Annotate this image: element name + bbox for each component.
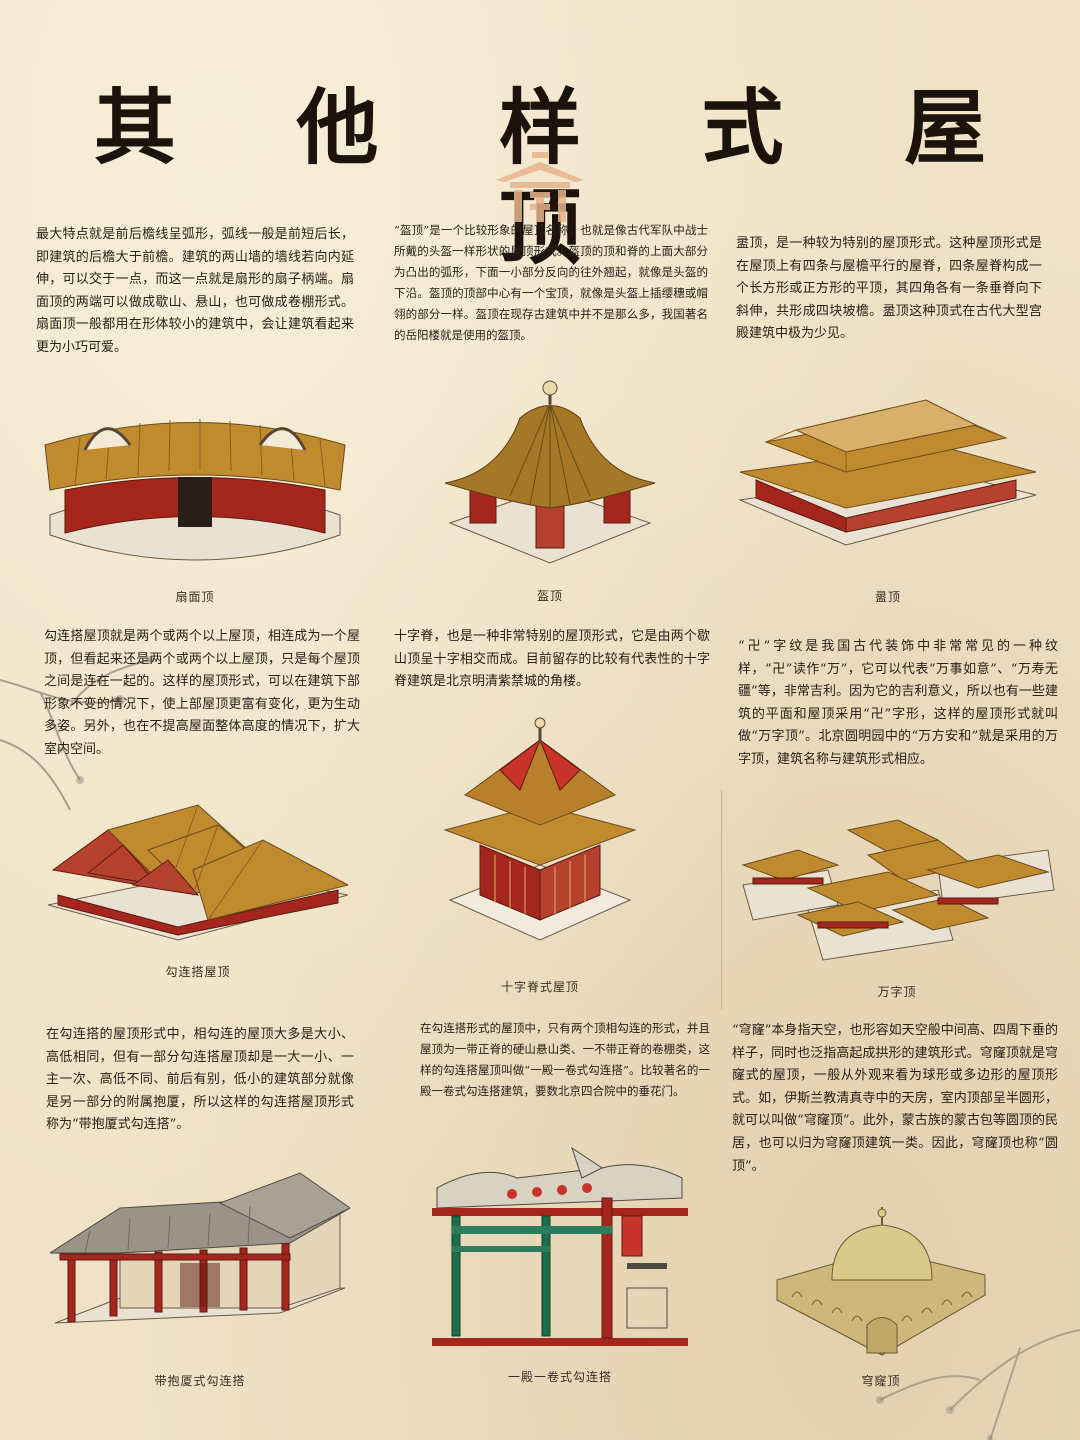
helmet-roof-pavilion-illustration bbox=[444, 380, 656, 564]
plum-branch-left-decoration bbox=[0, 656, 154, 811]
cross-ridge-caption: 十字脊式屋顶 bbox=[500, 980, 579, 994]
flat-top-roof-description: 盝顶，是一种较为特别的屋顶形式。这种屋顶形式是在屋顶上有四条与屋檐平行的屋脊，四… bbox=[736, 236, 1042, 342]
dome-building-illustration bbox=[775, 1207, 987, 1356]
swastika-plan-complex-illustration bbox=[741, 819, 1055, 961]
connected-roofs-hall-illustration bbox=[48, 804, 348, 941]
hanging-flower-gate-caption: 一殿一卷式勾连搭 bbox=[507, 1370, 612, 1384]
attached-porch-description: 在勾连搭的屋顶形式中，相勾连的屋顶大多是大小、高低相同，但有一部分勾连搭屋顶却是… bbox=[46, 1027, 354, 1133]
connected-roofs-caption: 勾连搭屋顶 bbox=[165, 965, 231, 979]
fan-roof-description: 最大特点就是前后檐线呈弧形，弧线一般是前短后长，即建筑的后檐大于前檐。建筑的两山… bbox=[36, 227, 354, 355]
dome-roof-caption: 穹窿顶 bbox=[861, 1374, 901, 1388]
swastika-roof-caption: 万字顶 bbox=[877, 985, 917, 999]
connected-roofs-description: 勾连搭屋顶就是两个或两个以上屋顶，相连成为一个屋顶，但看起来还是两个或两个以上屋… bbox=[44, 629, 360, 757]
swastika-roof-description: “卍”字纹是我国古代装饰中非常常见的一种纹样，“卍”读作“万”，它可以代表“万事… bbox=[738, 639, 1058, 767]
cross-ridge-description: 十字脊，也是一种非常特别的屋顶形式，它是由两个歇山顶呈十字相交而成。目前留存的比… bbox=[394, 629, 710, 690]
hanging-flower-gate-description: 在勾连搭形式的屋顶中，只有两个顶相勾连的形式，并且屋顶为一带正脊的硬山悬山类、一… bbox=[420, 1021, 710, 1098]
grid-divider bbox=[721, 790, 722, 1010]
attached-porch-building-illustration bbox=[50, 1172, 350, 1324]
flat-top-roof-caption: 盝顶 bbox=[874, 590, 901, 604]
dome-roof-description: “穹窿”本身指天空，也形容如天空般中间高、四周下垂的样子，同时也泛指高起成拱形的… bbox=[732, 1023, 1058, 1174]
fan-roof-caption: 扇面顶 bbox=[175, 590, 215, 604]
fan-roof-building-illustration bbox=[44, 419, 346, 561]
helmet-roof-caption: 盔顶 bbox=[536, 589, 563, 603]
helmet-roof-description: “盔顶”是一个比较形象的屋顶名称，也就是像古代军队中战士所戴的头盔一样形状的屋顶… bbox=[394, 223, 708, 342]
plum-branch-right-decoration bbox=[876, 1329, 1080, 1440]
cross-ridge-tower-illustration bbox=[443, 717, 637, 941]
hanging-flower-gate-illustration bbox=[432, 1146, 688, 1346]
pavilion-logo-icon bbox=[496, 152, 584, 222]
attached-porch-caption: 带抱厦式勾连搭 bbox=[154, 1374, 246, 1388]
flat-top-roof-hall-illustration bbox=[738, 399, 1037, 546]
